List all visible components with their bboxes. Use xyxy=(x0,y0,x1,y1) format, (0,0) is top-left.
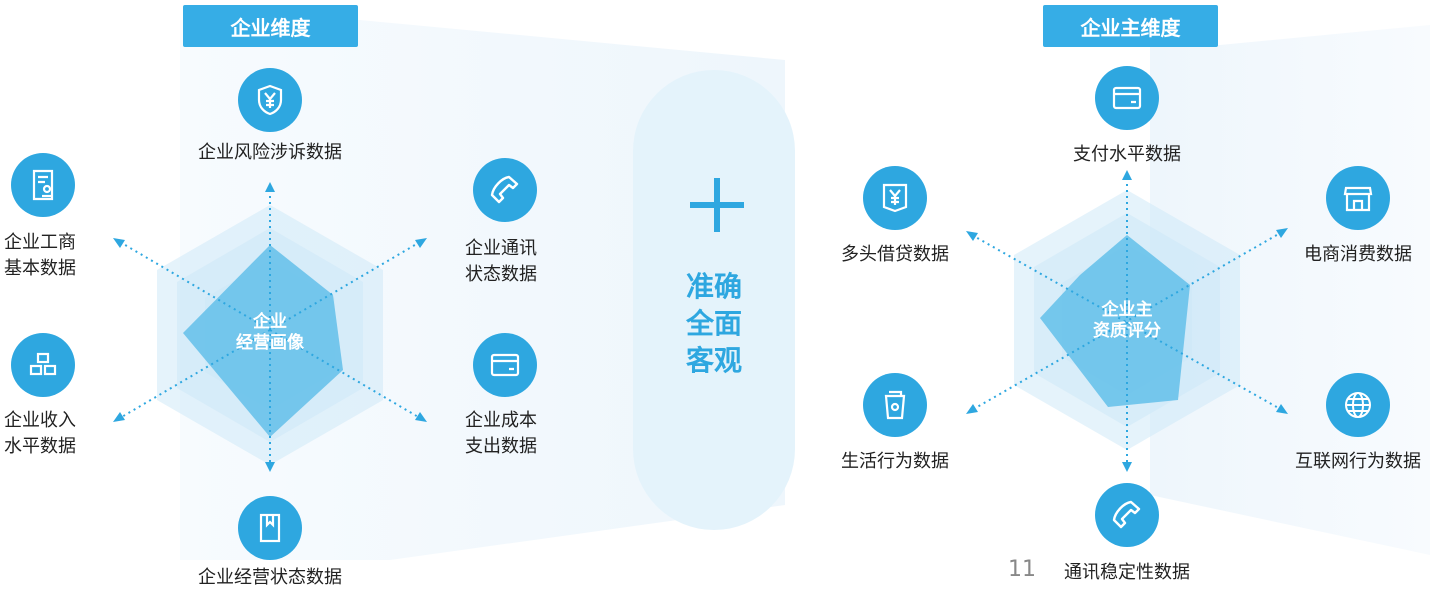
globe-icon xyxy=(1326,373,1390,437)
label-life-behavior-data: 生活行为数据 xyxy=(841,451,949,472)
arrow-icon xyxy=(966,231,978,241)
arrow-icon xyxy=(113,238,125,248)
label-payment-level-data: 支付水平数据 xyxy=(1073,144,1181,165)
label-line: 企业通讯 xyxy=(465,238,537,259)
middle-pill xyxy=(633,70,795,530)
arrow-icon xyxy=(1122,170,1132,180)
center-label-line: 资质评分 xyxy=(1093,321,1161,341)
card-icon xyxy=(473,333,537,397)
yen-screen-icon xyxy=(863,166,927,230)
phone-icon xyxy=(473,158,537,222)
center-label-line: 企业 xyxy=(253,312,287,332)
slogan: 准确 全面 客观 xyxy=(633,268,795,379)
label-line: 水平数据 xyxy=(4,436,76,457)
arrow-icon xyxy=(1276,228,1288,238)
label-ecommerce-consumption-data: 电商消费数据 xyxy=(1304,244,1412,265)
label-business-registration-data: 企业工商基本数据 xyxy=(4,230,76,282)
arrow-icon xyxy=(113,412,125,422)
right-panel-title: 企业主维度 xyxy=(1043,5,1218,47)
label-cost-expense-data: 企业成本支出数据 xyxy=(465,408,537,460)
right-radar-center-label: 企业主 资质评分 xyxy=(1093,300,1161,342)
center-label-line: 企业主 xyxy=(1101,300,1153,320)
plus-icon xyxy=(690,178,744,232)
left-panel-title: 企业维度 xyxy=(183,5,358,47)
left-radar-chart xyxy=(113,182,427,472)
center-label-line: 经营画像 xyxy=(236,333,304,353)
arrow-icon xyxy=(265,462,275,472)
arrow-icon xyxy=(966,404,978,414)
document-icon xyxy=(11,153,75,217)
label-communication-status-data: 企业通讯状态数据 xyxy=(465,236,537,288)
label-line: 企业收入 xyxy=(4,410,76,431)
label-communication-stability-data: 通讯稳定性数据 xyxy=(1064,562,1190,583)
arrow-icon xyxy=(415,238,427,248)
arrow-icon xyxy=(265,182,275,192)
label-line: 企业工商 xyxy=(4,232,76,253)
page-number: 11 xyxy=(1008,557,1036,582)
phone-icon xyxy=(1095,483,1159,547)
radar-data-area xyxy=(1040,235,1190,407)
slogan-line: 客观 xyxy=(685,344,742,377)
arrow-icon xyxy=(415,412,427,422)
left-radar-center-label: 企业 经营画像 xyxy=(236,312,304,354)
label-risk-litigation-data: 企业风险涉诉数据 xyxy=(198,142,342,163)
label-line: 基本数据 xyxy=(4,258,76,279)
label-operating-status-data: 企业经营状态数据 xyxy=(198,567,342,588)
label-line: 支出数据 xyxy=(465,436,537,457)
arrow-icon xyxy=(1122,462,1132,472)
slogan-line: 准确 xyxy=(685,270,742,303)
label-line: 状态数据 xyxy=(465,264,537,285)
label-income-level-data: 企业收入水平数据 xyxy=(4,408,76,460)
cup-icon xyxy=(863,373,927,437)
gold-bars-icon xyxy=(11,333,75,397)
shield-yen-icon xyxy=(238,68,302,132)
radar-data-area xyxy=(183,245,343,437)
label-multi-lending-data: 多头借贷数据 xyxy=(841,244,949,265)
label-line: 企业成本 xyxy=(465,410,537,431)
label-internet-behavior-data: 互联网行为数据 xyxy=(1295,451,1421,472)
slogan-line: 全面 xyxy=(685,307,742,340)
card-icon xyxy=(1095,66,1159,130)
store-icon xyxy=(1326,166,1390,230)
book-icon xyxy=(238,496,302,560)
arrow-icon xyxy=(1276,404,1288,414)
